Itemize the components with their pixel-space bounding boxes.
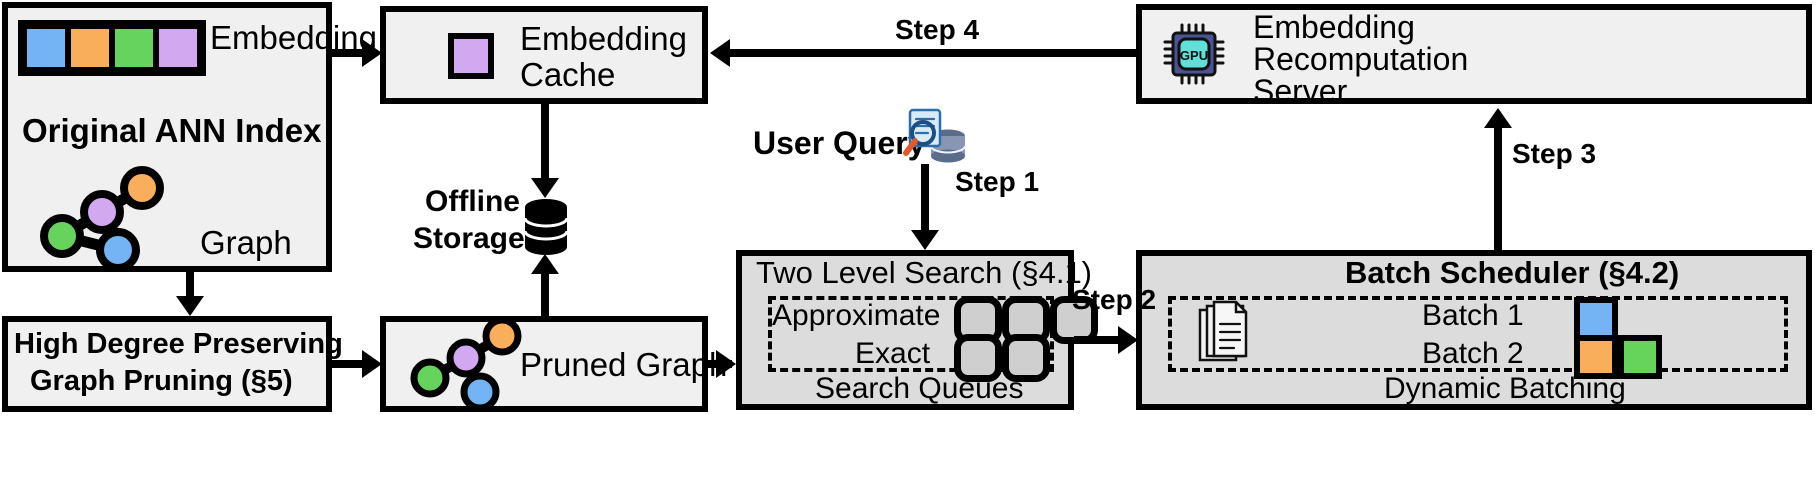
step-3-label: Step 3 (1512, 138, 1597, 169)
step-1-label: Step 1 (955, 166, 1040, 197)
queue-slot[interactable] (954, 334, 1002, 382)
batch-1-label: Batch 1 (1422, 299, 1524, 332)
recomputation-server-title-line2: Recomputation (1253, 41, 1469, 77)
arrow-step2-line (1074, 336, 1126, 344)
embedding-cell-orange (68, 26, 112, 70)
step-4-label: Step 4 (895, 14, 980, 45)
exact-queue-slots (954, 334, 1050, 382)
pruned-graph-label: Pruned Graph (520, 346, 728, 383)
arrow-step4-head (710, 39, 730, 67)
arrow-pruning-to-pruned-line (332, 360, 364, 368)
original-ann-index-title: Original ANN Index (22, 112, 322, 149)
arrow-index-to-cache-line (332, 49, 364, 57)
arrow-pruned-to-storage-line (541, 272, 549, 318)
documents-icon (1198, 300, 1248, 362)
gpu-chip-icon: GPU (1163, 23, 1225, 85)
arrow-step3-head (1484, 108, 1512, 128)
query-search-database-icon (903, 108, 966, 163)
graph-pruning-title-line2: Graph Pruning (§5) (30, 365, 293, 397)
panel-batch-scheduler (1136, 250, 1812, 410)
embedding-cache-title-line2: Cache (520, 56, 616, 93)
queue-slot[interactable] (1002, 334, 1050, 382)
step-2-label: Step 2 (1072, 284, 1157, 315)
pruned-graph-icon (410, 316, 522, 412)
recomputation-server-title-line3: Server (1253, 73, 1348, 109)
arrow-cache-to-storage-head (531, 178, 559, 198)
arrow-pruned-to-search-head (716, 350, 736, 378)
embedding-cell-green (112, 26, 156, 70)
arrow-step3-line (1494, 126, 1502, 250)
arrow-index-to-pruning-head (176, 296, 204, 316)
dynamic-batching-footer: Dynamic Batching (1384, 372, 1626, 405)
panel-embedding-cache (380, 6, 708, 104)
offline-storage-label-line1: Offline (425, 185, 520, 218)
graph-label: Graph (200, 224, 292, 261)
arrow-index-to-cache-head (362, 39, 382, 67)
dynamic-batching-region (1168, 296, 1788, 372)
arrow-step2-head (1118, 326, 1138, 354)
batch-2-swatch-green (1618, 335, 1662, 379)
recomputation-server-title-line1: Embedding (1253, 9, 1415, 45)
embedding-cell-purple (156, 26, 200, 70)
offline-storage-label-line2: Storage (413, 222, 525, 255)
approximate-row-label: Approximate (772, 299, 941, 332)
arrow-cache-to-storage-line (541, 104, 549, 180)
arrow-pruned-to-storage-head (531, 254, 559, 274)
arrow-pruning-to-pruned-head (362, 350, 382, 378)
database-cylinder-icon (523, 199, 569, 255)
arrow-index-to-pruning-line (186, 272, 194, 298)
embedding-cache-title-line1: Embedding (520, 20, 687, 57)
search-queues-footer: Search Queues (815, 372, 1024, 405)
embedding-cache-swatch-icon (448, 33, 494, 79)
graph-pruning-title-line1: High Degree Preserving (14, 328, 343, 360)
arrow-step4-line (730, 49, 1136, 57)
embedding-cell-blue (24, 26, 68, 70)
panel-graph-pruning (2, 316, 332, 412)
arrow-step1-head (911, 230, 939, 250)
batch-2-label: Batch 2 (1422, 337, 1524, 370)
batch-scheduler-title: Batch Scheduler (§4.2) (1345, 255, 1680, 290)
svg-text:GPU: GPU (1180, 48, 1208, 63)
batch-2-swatch-orange (1574, 335, 1618, 379)
panel-recomputation-server (1136, 4, 1812, 104)
exact-row-label: Exact (855, 337, 931, 370)
arrow-step1-line (921, 164, 929, 234)
embedding-strip (18, 20, 206, 76)
original-index-graph-icon (40, 166, 164, 272)
two-level-search-title: Two Level Search (§4.1) (756, 255, 1093, 290)
